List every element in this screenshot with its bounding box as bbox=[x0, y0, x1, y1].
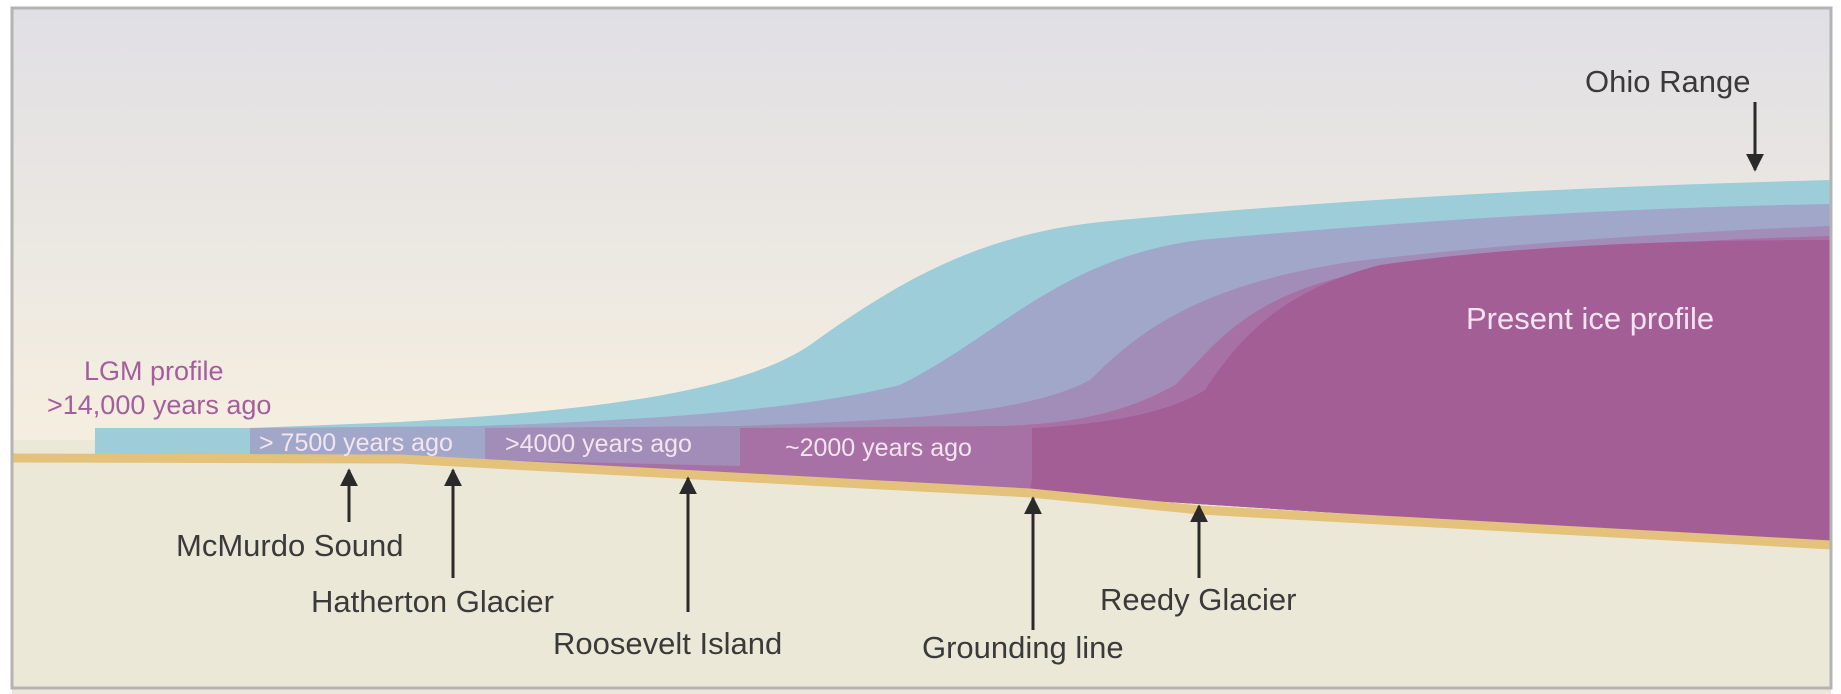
band-2000-label: ~2000 years ago bbox=[785, 434, 972, 462]
hatherton-glacier-label: Hatherton Glacier bbox=[311, 584, 554, 619]
present-ice-profile bbox=[1030, 240, 1831, 545]
lgm-age-label: >14,000 years ago bbox=[47, 390, 271, 420]
band-7500-label: > 7500 years ago bbox=[259, 429, 453, 457]
ohio-range-label: Ohio Range bbox=[1585, 64, 1750, 99]
grounding-line-label: Grounding line bbox=[922, 630, 1124, 665]
mcmurdo-sound-label: McMurdo Sound bbox=[176, 528, 403, 563]
location-arrows bbox=[340, 102, 1764, 630]
bedrock-surface-line bbox=[11, 453, 1832, 550]
lgm-profile-label: LGM profile bbox=[84, 356, 224, 386]
present-ice-profile-label: Present ice profile bbox=[1466, 301, 1714, 336]
reedy-glacier-label: Reedy Glacier bbox=[1100, 582, 1296, 617]
diagram-frame bbox=[10, 6, 1833, 690]
roosevelt-island-label: Roosevelt Island bbox=[553, 626, 782, 661]
band-4000-label: >4000 years ago bbox=[505, 430, 692, 458]
